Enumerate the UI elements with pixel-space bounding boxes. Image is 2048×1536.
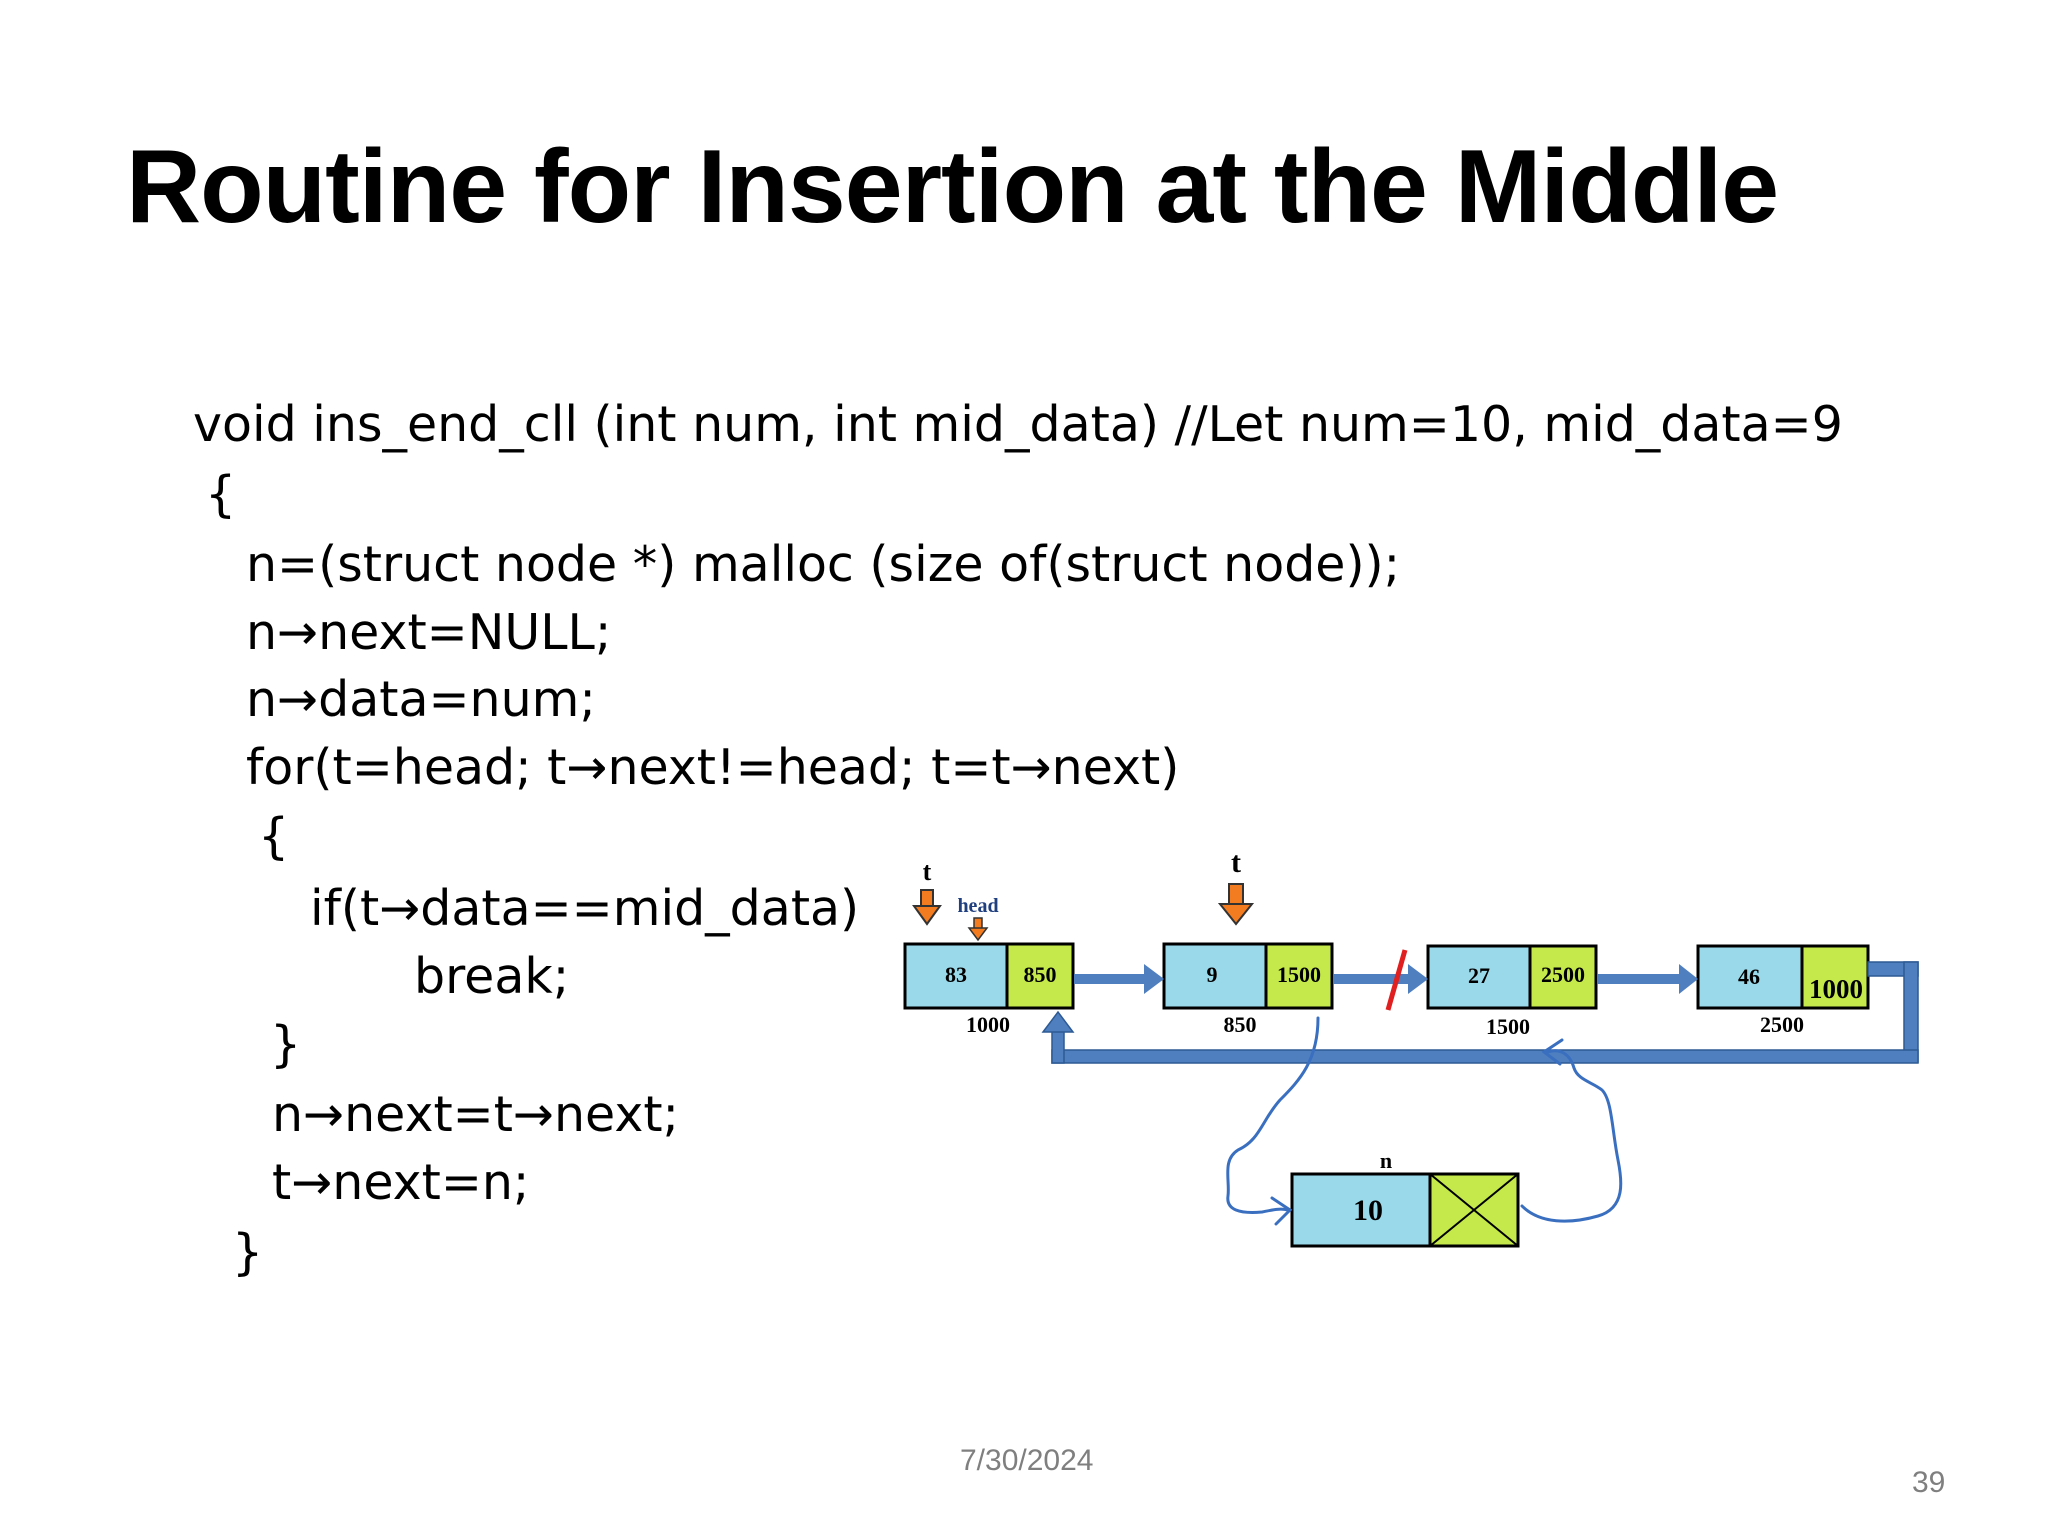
node-address: 850 [1224,1012,1257,1037]
circular-link-arrow [1041,961,1919,1064]
page-number: 39 [1912,1466,1946,1499]
code-line: } [232,1224,264,1281]
slide-title: Routine for Insertion at the Middle [126,129,1779,245]
handwritten-link-arrow [1520,1049,1623,1223]
list-node: 9 1500 850 [1162,942,1334,1037]
node-next-value: 1000 [1809,974,1863,1004]
pointer-head-label: head [957,895,998,917]
code-line: if(t→data==mid_data) [310,880,860,937]
node-next-value: 1500 [1277,962,1321,987]
node-address: 1500 [1486,1014,1530,1039]
node-data-value: 83 [945,962,967,987]
node-address: 2500 [1760,1012,1804,1037]
code-line: n→data=num; [246,671,596,728]
code-line: void ins_end_cll (int num, int mid_data)… [193,396,1843,453]
code-line: n→next=t→next; [272,1086,680,1143]
link-arrow [1074,964,1164,994]
slide-date: 7/30/2024 [960,1444,1094,1477]
pointer-n-label: n [1380,1148,1392,1173]
pointer-t-arrow [912,889,942,926]
handwritten-link-arrow [1226,1016,1320,1214]
pointer-head-arrow [967,917,989,942]
code-line: { [258,808,290,865]
node-data-value: 46 [1738,964,1760,989]
new-node-data-value: 10 [1353,1194,1383,1227]
pointer-t-label: t [1231,846,1241,879]
node-data-value: 9 [1207,962,1218,987]
code-line: n→next=NULL; [246,604,612,661]
link-arrow [1333,964,1428,994]
node-address: 1000 [966,1012,1010,1037]
node-data-value: 27 [1468,963,1490,988]
node-next-value: 2500 [1541,962,1585,987]
node-next-value: 850 [1024,962,1057,987]
code-line: break; [414,948,570,1005]
list-node: 27 2500 1500 [1426,944,1598,1039]
list-node: 83 850 1000 [903,942,1075,1037]
link-arrow [1597,964,1698,994]
handwritten-arrowhead [1541,1038,1564,1066]
list-node: 46 1000 2500 [1696,944,1870,1037]
code-line: t→next=n; [272,1154,530,1211]
code-line: } [270,1016,302,1073]
new-node: 10 [1290,1172,1520,1248]
pointer-t-arrow [1217,883,1255,926]
handwritten-arrowhead [1270,1196,1293,1226]
code-line: for(t=head; t→next!=head; t=t→next) [246,739,1180,796]
code-line: { [205,466,237,523]
broken-link-mark [1385,949,1408,1011]
code-line: n=(struct node *) malloc (size of(struct… [246,536,1401,593]
pointer-t-label: t [923,857,932,886]
